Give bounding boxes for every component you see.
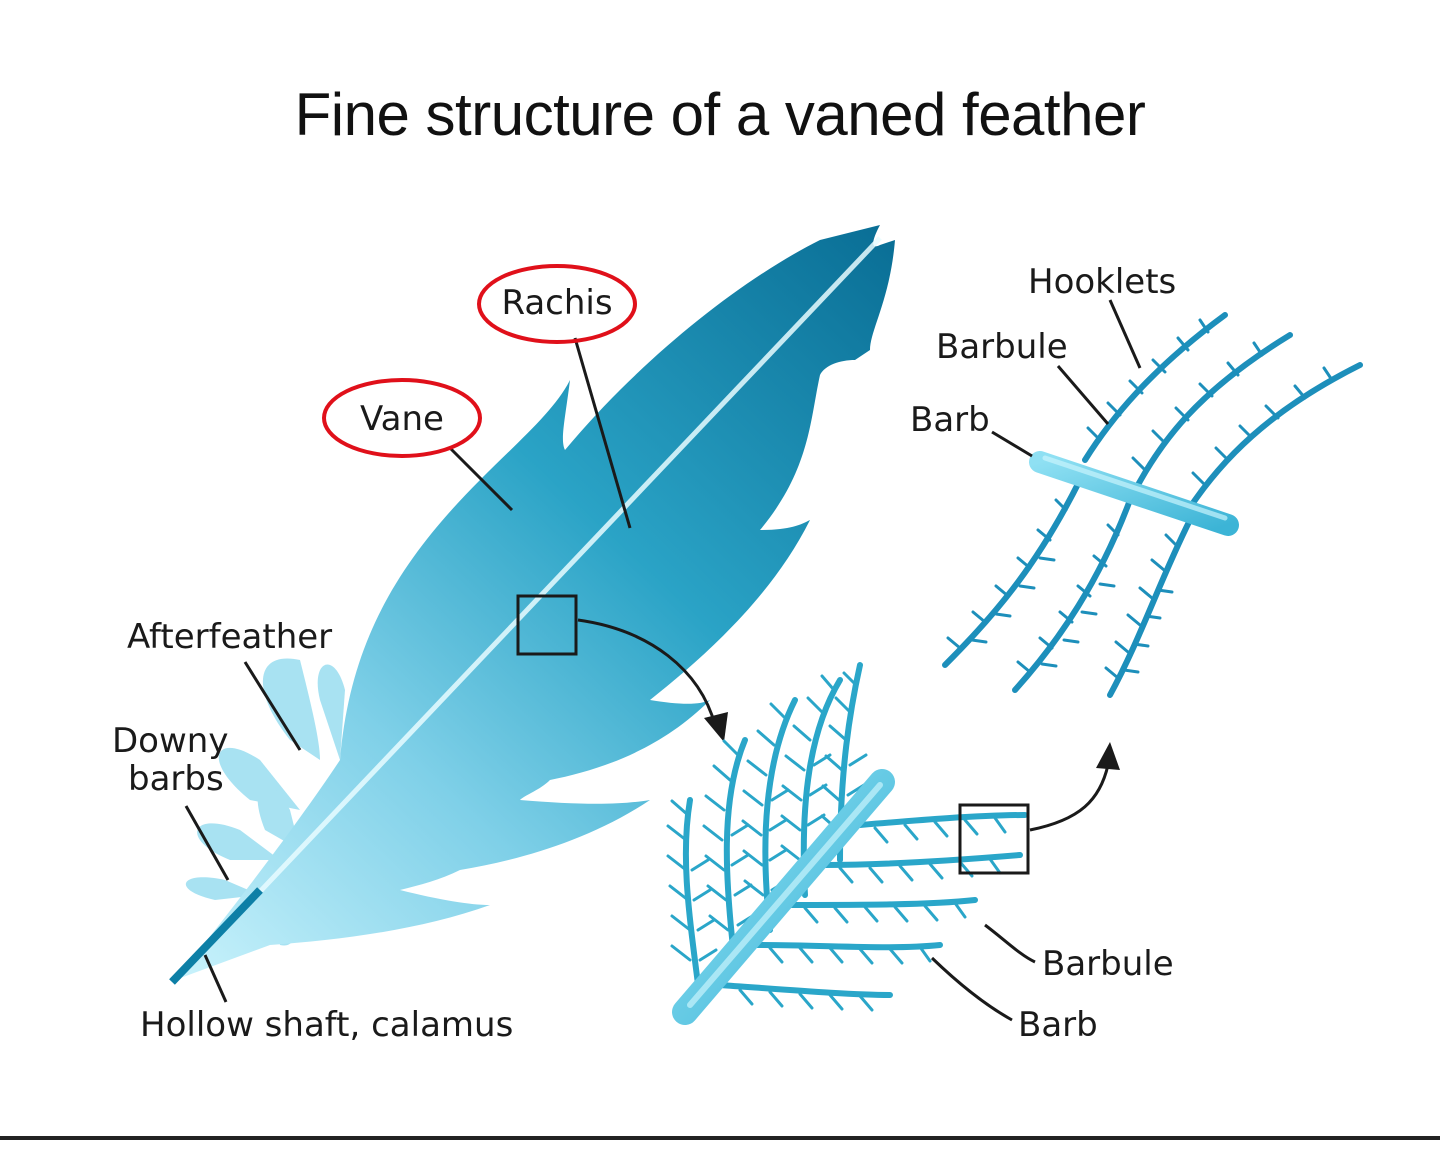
label-downy-line2: barbs <box>128 759 224 799</box>
zoom-arrow-1 <box>577 618 717 726</box>
barbules-lower <box>738 816 1007 1012</box>
zoom-arrow-1-head <box>704 712 728 742</box>
hooklet-detail-barb <box>1029 451 1239 536</box>
label-vane: Vane <box>360 399 444 439</box>
leader-barbule-bottom <box>984 923 1036 964</box>
rachis-shaft <box>176 236 882 980</box>
leader-lines <box>184 299 1142 1022</box>
leader-barbule-top <box>1056 365 1110 425</box>
calamus-shaft <box>169 887 263 985</box>
label-rachis: Rachis <box>501 283 612 323</box>
hooklet-detail <box>942 312 1363 698</box>
label-barbule-bottom: Barbule <box>1042 944 1174 984</box>
label-hollow-shaft: Hollow shaft, calamus <box>140 1005 513 1045</box>
hooklets <box>946 318 1334 680</box>
label-downy-line1: Downy <box>112 721 228 761</box>
leader-afterfeather <box>243 661 302 751</box>
barb-detail <box>666 662 1028 1025</box>
feather <box>169 225 895 985</box>
leader-vane <box>448 446 514 512</box>
leader-downy <box>184 805 230 881</box>
label-hooklets: Hooklets <box>1028 262 1176 302</box>
leader-barb-top <box>991 430 1033 458</box>
barbs-lower <box>717 812 1028 998</box>
label-barbule-top: Barbule <box>936 327 1068 367</box>
zoom-arrow-2-head <box>1096 742 1120 770</box>
leader-barb-bottom <box>930 956 1013 1022</box>
leader-hooklets <box>1108 299 1142 369</box>
rachis-highlight-circle <box>477 264 637 344</box>
diagram-title: Fine structure of a vaned feather <box>294 81 1146 148</box>
zoom-box-feather <box>516 594 578 656</box>
leader-rachis <box>573 337 632 529</box>
leader-calamus <box>203 954 228 1003</box>
zoom-arrow-2 <box>1029 764 1110 832</box>
label-barb-top: Barb <box>910 400 990 440</box>
zoom-box-barb <box>958 803 1030 875</box>
label-afterfeather: Afterfeather <box>127 617 332 657</box>
bottom-rule <box>0 1136 1440 1140</box>
vane-highlight-circle <box>322 378 482 458</box>
label-barb-bottom: Barb <box>1018 1005 1098 1045</box>
